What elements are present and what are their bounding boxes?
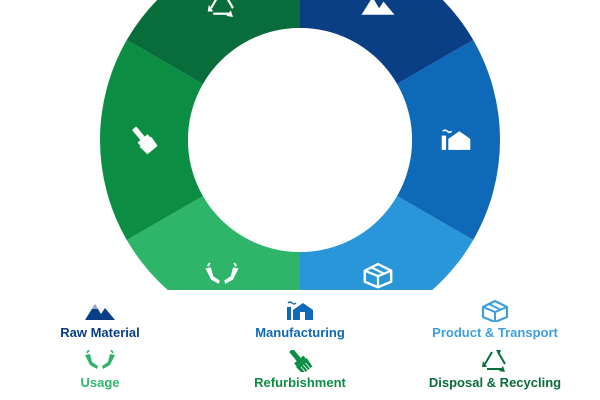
factory-icon [287, 301, 313, 320]
package-icon [481, 300, 509, 322]
mountains-icon [361, 0, 395, 15]
ring-segment-product-transport [300, 196, 474, 290]
ring-segment-disposal-recycling [126, 0, 300, 84]
legend-label-raw-material: Raw Material [60, 325, 140, 340]
legend-item-disposal-recycling: Disposal & Recycling [410, 350, 580, 390]
hands-icon [205, 262, 239, 284]
legend-item-product-transport: Product & Transport [410, 300, 580, 340]
lifecycle-ring [100, 0, 500, 290]
legend-label-product-transport: Product & Transport [432, 325, 558, 340]
legend-item-raw-material: Raw Material [15, 300, 185, 340]
mountains-icon [85, 304, 115, 320]
legend-label-usage: Usage [80, 375, 120, 390]
ring-segment-usage [126, 196, 300, 290]
ring-center [188, 28, 412, 252]
legend-item-refurbishment: Refurbishment [215, 350, 385, 390]
package-icon [363, 262, 393, 289]
ring-segment-raw-material [300, 0, 474, 84]
recycle-icon [207, 0, 234, 18]
legend-item-manufacturing: Manufacturing [215, 300, 385, 340]
paintbrush-icon [132, 126, 158, 155]
legend-label-manufacturing: Manufacturing [255, 325, 345, 340]
factory-icon [441, 129, 471, 150]
legend-label-refurbishment: Refurbishment [254, 375, 346, 390]
paintbrush-icon [289, 350, 313, 372]
recycle-icon [482, 350, 506, 372]
legend-item-usage: Usage [15, 350, 185, 390]
legend-label-disposal-recycling: Disposal & Recycling [428, 375, 562, 390]
hands-icon [85, 350, 115, 369]
